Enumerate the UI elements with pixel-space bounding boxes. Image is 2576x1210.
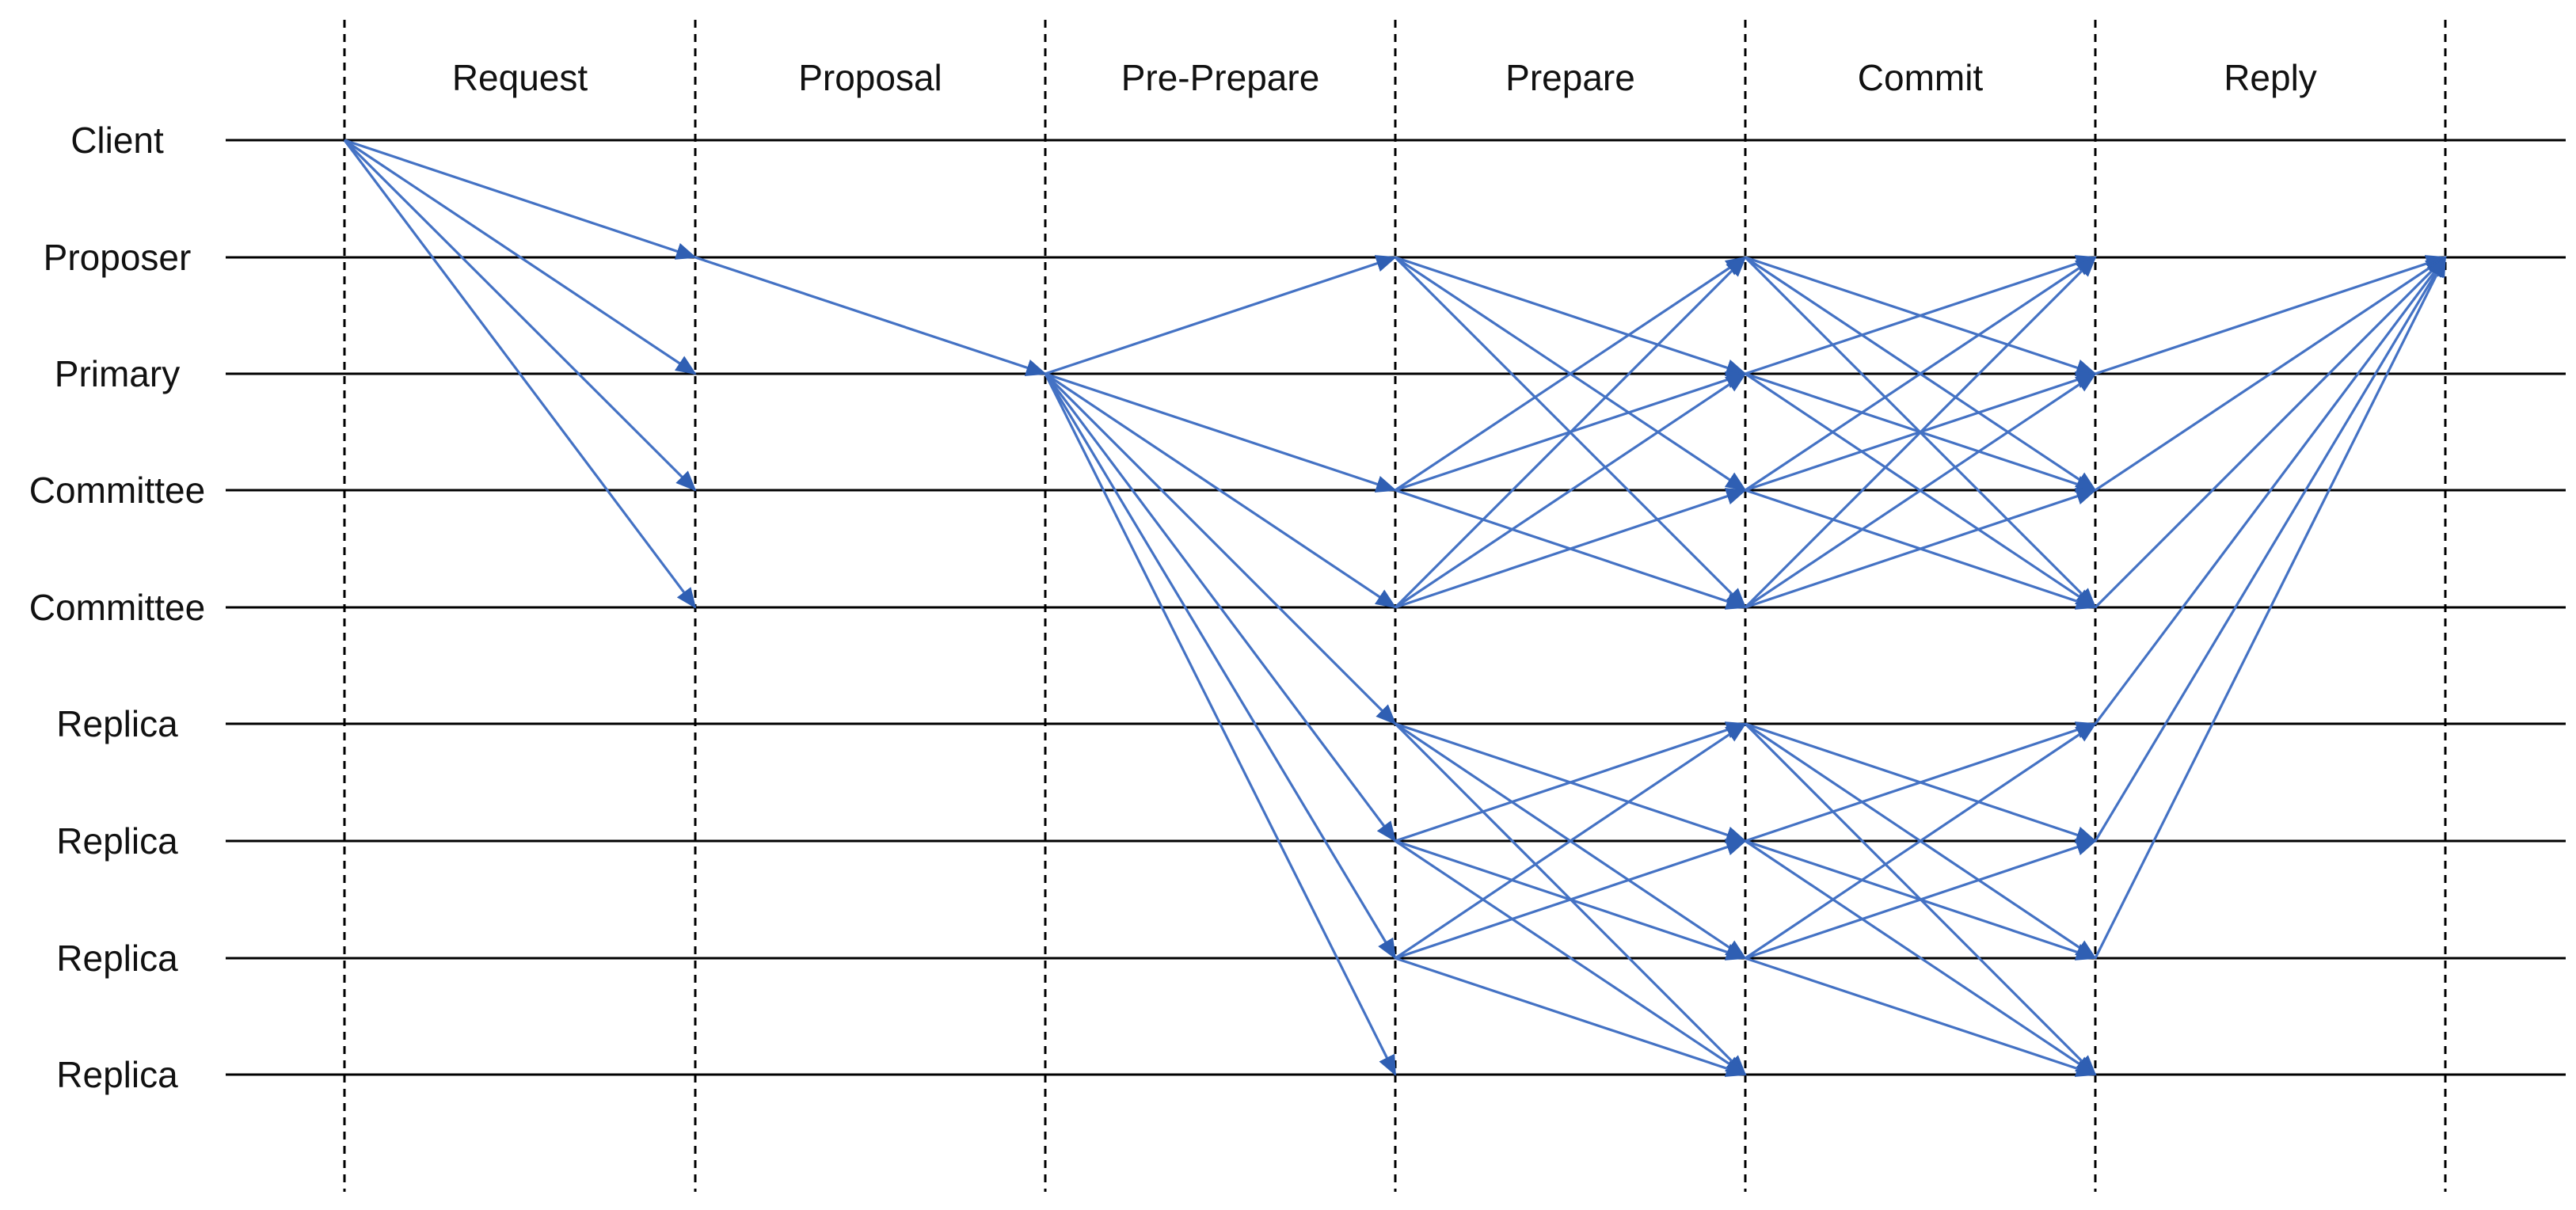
message-arrow	[344, 139, 697, 260]
message-arrow	[1745, 372, 2097, 609]
phase-label: Prepare	[1505, 57, 1635, 98]
message-arrow	[1395, 256, 1747, 376]
message-arrow	[1745, 256, 2097, 492]
node-label: Replica	[56, 820, 178, 862]
message-arrow	[1395, 256, 1747, 492]
message-arrow	[2094, 256, 2447, 959]
phase-label: Reply	[2224, 57, 2317, 98]
node-label: Replica	[56, 1054, 178, 1095]
message-arrow	[1395, 372, 1747, 609]
phase-label: Request	[452, 57, 588, 98]
message-arrow	[2094, 256, 2447, 842]
message-arrow	[1044, 372, 1397, 609]
node-label: Proposer	[44, 237, 192, 278]
message-arrow	[343, 139, 697, 492]
message-arrow	[2094, 256, 2447, 725]
message-arrow	[1044, 373, 1397, 960]
message-arrow	[1395, 957, 1747, 1077]
message-arrow	[1745, 957, 2097, 1077]
message-arrow	[344, 139, 697, 375]
message-arrow	[1395, 488, 1747, 609]
message-arrow	[1044, 255, 1397, 375]
message-arrow	[2095, 255, 2447, 375]
message-arrow	[694, 256, 1047, 376]
message-arrow	[1395, 839, 1747, 1076]
node-label: Primary	[55, 353, 180, 394]
node-label: Replica	[56, 938, 178, 979]
message-arrow	[1044, 373, 1397, 1076]
message-arrow	[1044, 372, 1397, 493]
phase-label: Proposal	[798, 57, 942, 98]
message-arrow	[2095, 256, 2447, 492]
message-arrow	[1044, 372, 1397, 725]
node-label: Committee	[29, 470, 205, 511]
message-arrow	[2094, 256, 2447, 609]
phase-label: Pre-Prepare	[1121, 57, 1320, 98]
node-label: Committee	[29, 587, 205, 628]
message-arrow	[1745, 721, 2097, 843]
message-arrow	[1745, 255, 2097, 375]
node-label: Replica	[56, 703, 178, 744]
phase-label: Commit	[1858, 57, 1984, 98]
message-arrow	[1044, 373, 1397, 843]
message-arrow	[1744, 256, 2097, 609]
message-arrow	[1745, 488, 2097, 609]
message-arrow	[1394, 256, 1747, 609]
message-arrow	[1745, 839, 2097, 1076]
message-arrow	[1745, 839, 2097, 960]
message-arrow	[1745, 722, 2097, 960]
message-arrow	[1395, 721, 1747, 843]
arrow-layer	[343, 139, 2447, 1077]
message-arrow	[1395, 839, 1747, 960]
node-label: Client	[70, 120, 164, 161]
message-arrow	[343, 139, 697, 609]
message-arrow	[1395, 722, 1747, 960]
